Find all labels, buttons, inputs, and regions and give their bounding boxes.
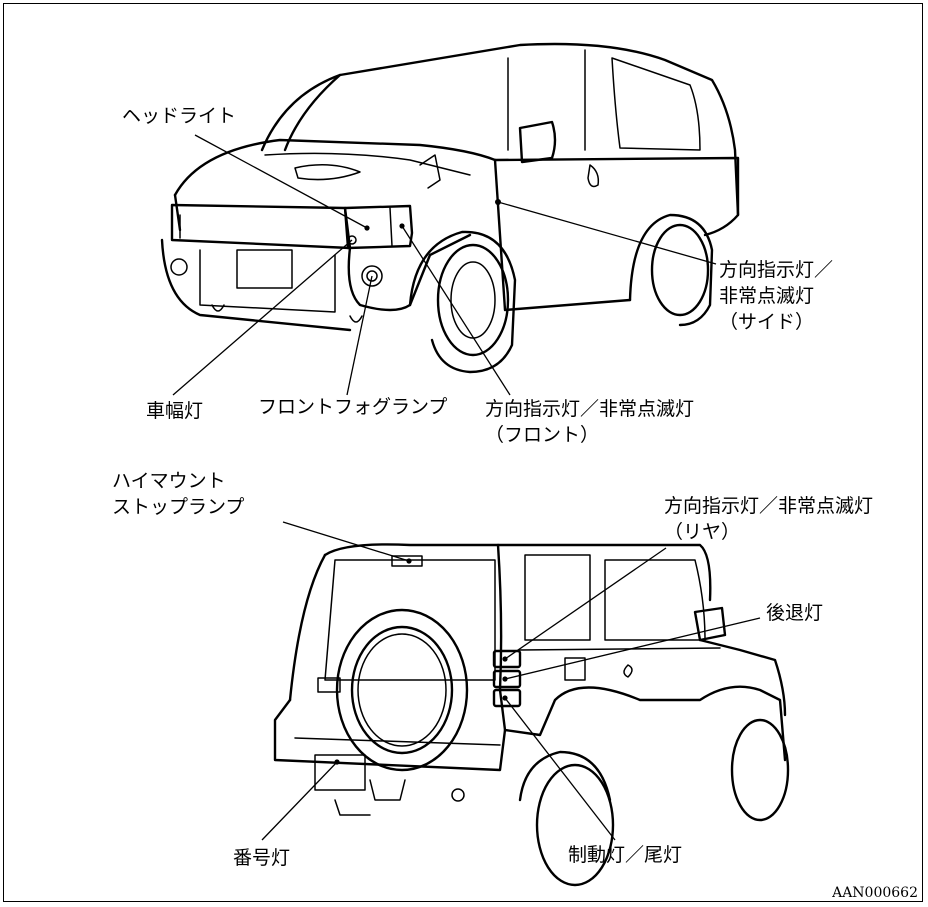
position-lamp-leader [172,239,353,396]
rear-turn-label: 方向指示灯／非常点滅灯 （リヤ） [664,493,873,545]
side-turn-line1: 方向指示灯／ [719,259,834,281]
side-turn-label: 方向指示灯／ 非常点滅灯 （サイド） [719,257,833,335]
front-vehicle-drawing [160,42,740,374]
backup-text: 後退灯 [766,602,824,624]
rear-turn-leader [504,547,667,660]
front-fog-leader [346,275,373,396]
brake-tail-label: 制動灯／尾灯 [568,842,682,868]
front-turn-line2: （フロント） [485,424,600,446]
front-fog-text: フロントフォグランプ [258,396,448,418]
license-leader [261,761,338,841]
rear-vehicle-drawing [273,543,790,887]
backup-leader [504,617,761,680]
high-mount-line2: ストップランプ [112,496,245,518]
rear-turn-line2: （リヤ） [664,521,741,543]
rear-turn-line1: 方向指示灯／非常点滅灯 [664,495,874,517]
figure-code: AAN000662 [832,885,918,901]
side-turn-leader [497,201,717,265]
front-turn-label: 方向指示灯／非常点滅灯 （フロント） [485,396,694,448]
brake-tail-text: 制動灯／尾灯 [568,844,683,866]
headlight-leader [194,134,368,229]
side-turn-line3: （サイド） [719,311,815,333]
backup-label: 後退灯 [766,600,823,626]
high-mount-label: ハイマウント ストップランプ [112,468,244,520]
position-lamp-label: 車幅灯 [146,398,203,424]
license-text: 番号灯 [233,847,291,869]
license-label: 番号灯 [233,845,290,871]
headlight-text: ヘッドライト [122,105,237,127]
high-mount-leader [282,521,410,562]
front-turn-line1: 方向指示灯／非常点滅灯 [485,398,695,420]
front-fog-label: フロントフォグランプ [258,394,447,420]
side-turn-line2: 非常点滅灯 [719,285,815,307]
position-lamp-text: 車幅灯 [146,400,204,422]
headlight-label: ヘッドライト [122,103,236,129]
high-mount-line1: ハイマウント [112,470,226,492]
figure-frame [3,3,923,902]
brake-tail-leader [504,697,616,841]
front-turn-leader [401,225,511,396]
